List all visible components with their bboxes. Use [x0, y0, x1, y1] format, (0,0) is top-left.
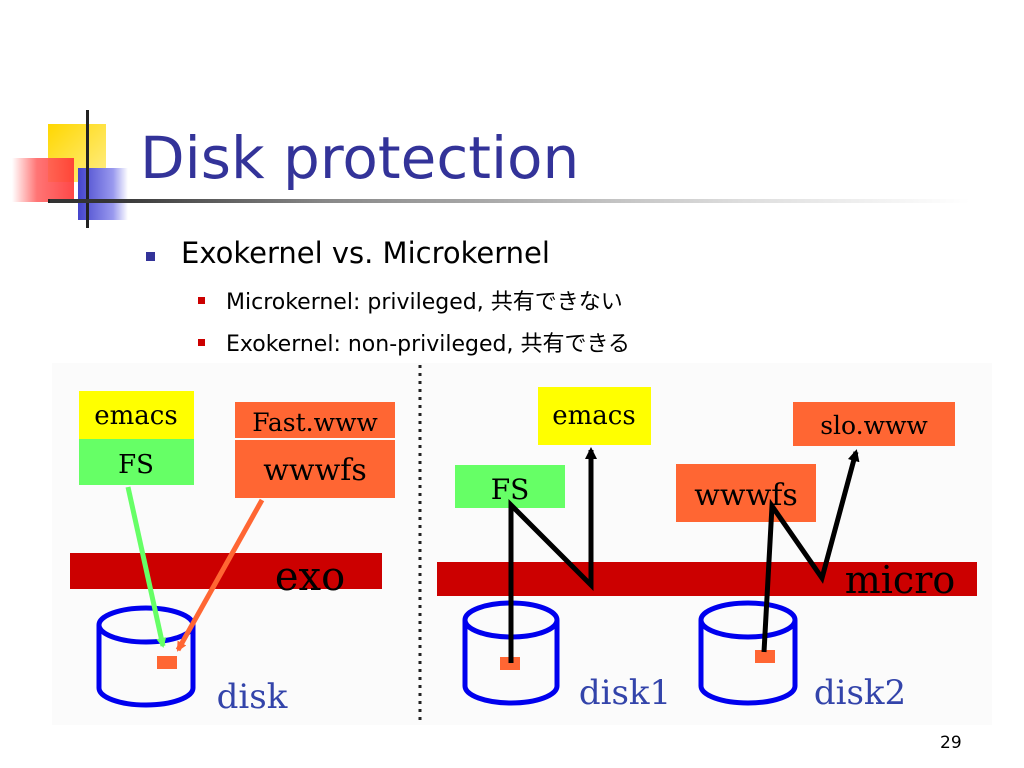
- exo-wwwfs-arrow: [175, 498, 265, 652]
- exo-wwwfs-label: wwwfs: [263, 453, 367, 488]
- sub-bullet-exokernel: Exokernel: non-privileged, 共有できる: [226, 332, 631, 357]
- micro-fs-path-arrow: [508, 447, 597, 663]
- micro-disk1-block: [500, 657, 520, 670]
- exo-fast-www-label: Fast.www: [252, 408, 378, 437]
- exo-fs-arrow: [125, 486, 167, 648]
- micro-slo-www-label: slo.www: [820, 411, 928, 440]
- exo-disk-cylinder: [96, 605, 196, 708]
- decor-red-square: [12, 158, 74, 202]
- exo-fs-box: [79, 439, 194, 485]
- exo-emacs-label: emacs: [94, 401, 177, 431]
- page-number: 29: [940, 733, 962, 753]
- micro-disk2-label: disk2: [814, 673, 906, 713]
- bullet-exokernel-vs-microkernel: Exokernel vs. Microkernel: [181, 236, 550, 270]
- decor-vertical-line: [86, 110, 89, 228]
- micro-wwwfs-box: [676, 464, 816, 522]
- micro-disk2-block: [755, 650, 775, 663]
- exo-wwwfs-box: [235, 440, 395, 498]
- micro-emacs-label: emacs: [552, 401, 635, 431]
- exo-layer-label: exo: [275, 554, 345, 600]
- bullet-marker: [146, 252, 155, 261]
- slide-title: Disk protection: [140, 124, 580, 192]
- micro-wwwfs-label: wwwfs: [694, 478, 798, 513]
- exo-disk-block: [157, 656, 177, 669]
- micro-layer-bar: [437, 562, 977, 596]
- micro-slo-www-box: [793, 402, 955, 446]
- micro-disk1-label: disk1: [579, 673, 671, 713]
- sub-bullet-microkernel: Microkernel: privileged, 共有できない: [226, 290, 623, 315]
- micro-disk2-cylinder: [698, 600, 798, 706]
- exo-layer-bar: [70, 553, 382, 589]
- exo-disk-label: disk: [217, 677, 288, 717]
- exo-emacs-box: [79, 391, 194, 439]
- exo-fs-label: FS: [118, 450, 154, 480]
- title-rule: [50, 199, 970, 203]
- sub-bullet-marker: [198, 297, 205, 304]
- micro-emacs-box: [538, 387, 651, 445]
- exo-fast-www-box: [235, 402, 395, 438]
- sub-bullet-marker: [198, 339, 205, 346]
- micro-wwwfs-path-arrow: [761, 449, 860, 653]
- micro-layer-label: micro: [845, 558, 956, 602]
